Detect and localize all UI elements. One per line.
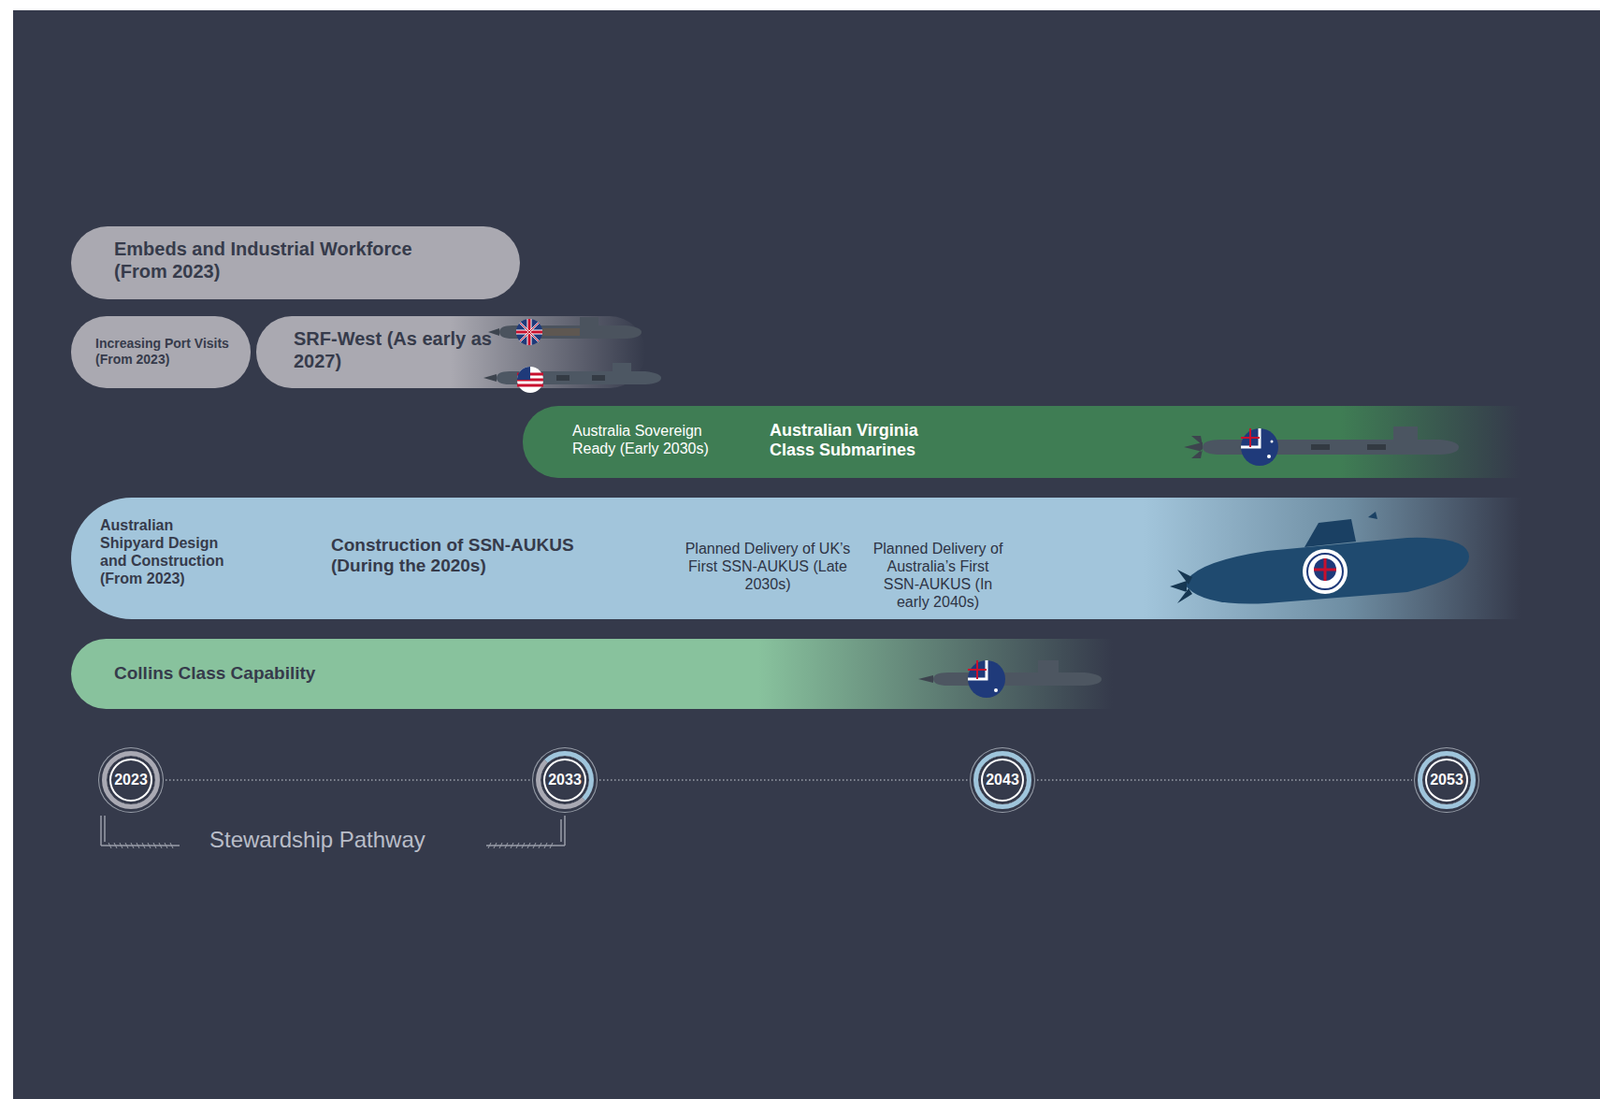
- uk-submarine: [486, 311, 646, 349]
- ssn-aukus-band: Australian Shipyard Design and Construct…: [71, 497, 1521, 620]
- srf-west-pill: SRF-West (As early as 2027): [256, 316, 646, 389]
- node-text: 2043: [985, 771, 1020, 790]
- node-text: Planned Delivery of UK’s First SSN-AUKUS…: [674, 540, 862, 594]
- node-text: Collins Class Capability: [114, 663, 395, 684]
- node-text: Planned Delivery of Australia’s First SS…: [867, 540, 1009, 612]
- ssn-aukus-submarine: [1164, 509, 1473, 615]
- collins-band: Collins Class Capability: [71, 638, 1113, 709]
- year-circle: 2033: [535, 750, 594, 809]
- node-text: 2033: [547, 771, 582, 790]
- timeline-connector: [599, 779, 968, 781]
- node-text: Australian Virginia Class Submarines: [769, 420, 948, 461]
- us-submarine: [481, 357, 664, 395]
- timeline-connector: [1037, 779, 1413, 781]
- year-circle: 2023: [101, 750, 160, 809]
- year-circle: 2043: [973, 750, 1032, 809]
- pathway-label: Stewardship Pathway: [209, 826, 426, 853]
- port-visits-pill: Increasing Port Visits (From 2023): [71, 316, 251, 389]
- virginia-submarine: [1180, 418, 1461, 472]
- node-text: Increasing Port Visits (From 2023): [95, 335, 236, 367]
- node-text: 2053: [1429, 771, 1464, 790]
- node-text: Embeds and Industrial Workforce (From 20…: [114, 238, 433, 283]
- workforce-pill: Embeds and Industrial Workforce (From 20…: [71, 226, 520, 300]
- node-text: Australian Shipyard Design and Construct…: [100, 517, 241, 589]
- node-text: Australia Sovereign Ready (Early 2030s): [572, 422, 727, 459]
- virginia-band: Australia Sovereign Ready (Early 2030s) A…: [522, 405, 1521, 478]
- node-text: Construction of SSN-AUKUS (During the 20…: [331, 534, 603, 577]
- timeline-connector: [165, 779, 531, 781]
- year-circle: 2053: [1417, 750, 1476, 809]
- node-text: 2023: [114, 771, 148, 790]
- collins-submarine: [916, 652, 1104, 700]
- node-text: SRF-West (As early as 2027): [293, 328, 500, 373]
